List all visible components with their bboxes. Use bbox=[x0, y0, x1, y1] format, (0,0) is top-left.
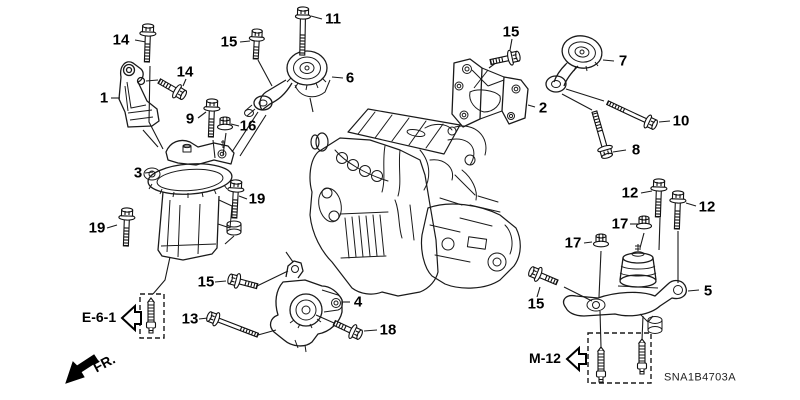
callout-label-2: 2 bbox=[538, 99, 548, 117]
callout-label-19: 19 bbox=[88, 219, 106, 237]
m12-ref-arrow-icon bbox=[565, 345, 587, 373]
callout-label-15: 15 bbox=[220, 33, 238, 51]
callout-label-15: 15 bbox=[197, 273, 215, 291]
callout-label-14: 14 bbox=[176, 63, 194, 81]
stud-bolt-icon bbox=[636, 338, 648, 375]
callout-label-7: 7 bbox=[618, 52, 628, 70]
part-7-rear-torque-rod bbox=[545, 35, 603, 93]
callout-label-15: 15 bbox=[502, 23, 520, 41]
callout-label-13: 13 bbox=[181, 310, 199, 328]
bolt-18-icon bbox=[330, 315, 366, 343]
bolt-8-icon bbox=[586, 109, 616, 161]
fr-direction-arrow-icon bbox=[65, 354, 99, 384]
bolt-15-icon bbox=[247, 28, 266, 60]
ref-label-e61: E-6-1 bbox=[81, 309, 117, 325]
callout-label-11: 11 bbox=[325, 10, 341, 28]
ref-boxes bbox=[139, 293, 652, 384]
stud-bolt-icon bbox=[595, 346, 607, 383]
callout-label-17: 17 bbox=[564, 234, 582, 252]
bolt-15-icon bbox=[525, 263, 561, 290]
callout-label-18: 18 bbox=[379, 321, 397, 339]
engine-illustration bbox=[309, 108, 521, 297]
bolt-12-icon bbox=[668, 190, 687, 230]
part-5-transmission-mount bbox=[562, 244, 687, 334]
callout-label-5: 5 bbox=[703, 282, 713, 300]
callout-label-19: 19 bbox=[248, 190, 266, 208]
callout-label-8: 8 bbox=[631, 141, 641, 159]
part-1-engine-side-bracket bbox=[118, 61, 160, 128]
stud-bolt-icon bbox=[145, 297, 157, 334]
bolt-11-icon bbox=[294, 6, 312, 56]
bolt-13-icon bbox=[204, 308, 261, 343]
nut-17-icon bbox=[635, 215, 653, 230]
drawing-code: SNA1B4703A bbox=[664, 371, 736, 384]
bolt-15-icon bbox=[225, 270, 260, 295]
callout-label-9: 9 bbox=[185, 110, 195, 128]
bolt-9-icon bbox=[202, 98, 221, 138]
callout-label-16: 16 bbox=[239, 117, 257, 135]
callout-label-1: 1 bbox=[99, 89, 109, 107]
part-19-spacer bbox=[226, 220, 242, 236]
ref-label-m12: M-12 bbox=[529, 350, 561, 366]
e61-ref-arrow-icon bbox=[120, 303, 142, 333]
callout-label-10: 10 bbox=[672, 112, 690, 130]
bolt-12-icon bbox=[649, 178, 668, 218]
part-3-side-engine-mount bbox=[143, 139, 235, 261]
nut-17-icon bbox=[592, 233, 610, 248]
part-2-mount-bracket bbox=[451, 58, 529, 128]
callout-label-4: 4 bbox=[353, 293, 363, 311]
leader-lines bbox=[106, 15, 700, 348]
bolt-19-icon bbox=[117, 207, 136, 247]
part-4-lower-torque-mount bbox=[269, 260, 343, 353]
nut-16-icon bbox=[216, 116, 234, 131]
bolt-15-icon bbox=[488, 47, 522, 70]
callout-label-15: 15 bbox=[527, 295, 545, 313]
bolt-19-icon bbox=[225, 178, 245, 219]
callout-label-3: 3 bbox=[133, 164, 143, 182]
callout-label-12: 12 bbox=[698, 198, 716, 216]
part-6-upper-torque-rod bbox=[244, 50, 331, 117]
callout-label-12: 12 bbox=[621, 184, 639, 202]
bolt-10-icon bbox=[603, 95, 660, 133]
m12-dashed-box bbox=[587, 332, 652, 384]
bolt-14-icon bbox=[138, 23, 157, 63]
callout-label-14: 14 bbox=[112, 31, 130, 49]
callout-label-6: 6 bbox=[345, 69, 355, 87]
callout-label-17: 17 bbox=[611, 215, 629, 233]
